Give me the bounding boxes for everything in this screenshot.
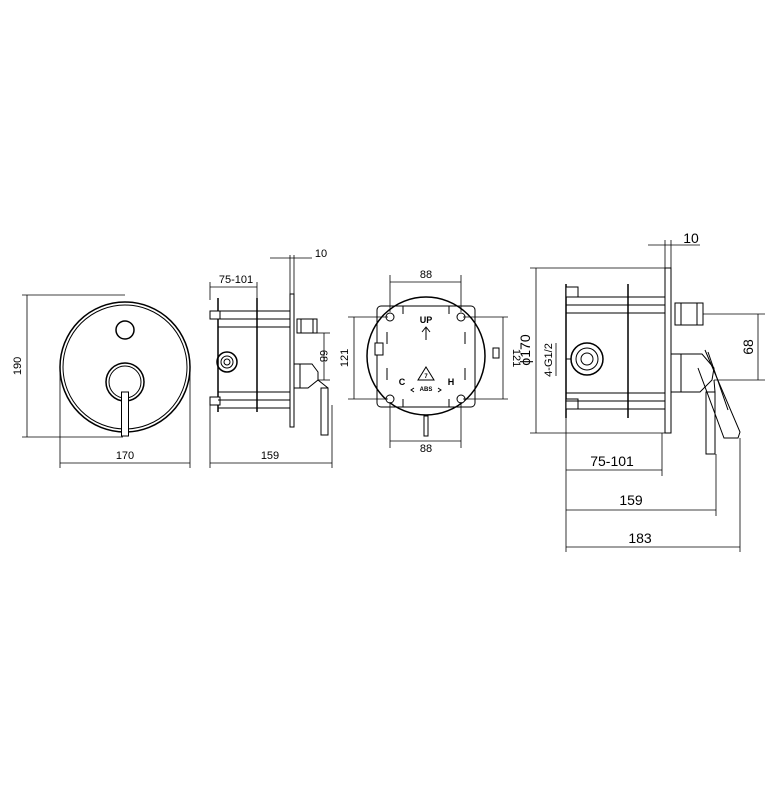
box-bottom-dimension: 88 [420, 443, 432, 455]
detail-view: 10 ϕ170 4-G1/2 68 75-101 159 183 [517, 230, 765, 552]
side-lever [320, 387, 329, 436]
detail-spout-dimension: 68 [740, 339, 756, 355]
side-cover-plate [289, 293, 295, 428]
front-view: 190 170 [12, 294, 191, 468]
detail-depth-dimension: 159 [619, 492, 643, 508]
diverter-button [115, 320, 135, 340]
box-top-dimension: 88 [420, 269, 432, 281]
inlet-fitting-outer [216, 351, 238, 373]
material-marking: ABS [420, 387, 433, 393]
lever-handle [121, 391, 129, 437]
box-left-dimension: 121 [339, 349, 351, 367]
side-spout-dimension: 68 [317, 350, 329, 362]
detail-cover-plate [664, 267, 672, 434]
detail-total-dimension: 183 [628, 530, 652, 546]
box-outline [366, 296, 486, 416]
side-depth-range-dimension: 75-101 [219, 274, 253, 286]
detail-thread-label: 4-G1/2 [543, 343, 555, 377]
up-marking: UP [420, 315, 433, 325]
up-arrow-icon [421, 326, 431, 340]
side-total-depth-dimension: 159 [261, 450, 279, 462]
recycle-number: 7 [424, 374, 428, 380]
cold-marking: C [399, 377, 406, 387]
detail-depth-range-dimension: 75-101 [590, 453, 634, 469]
hot-marking: H [448, 377, 455, 387]
front-width-dimension: 170 [116, 450, 134, 462]
detail-lever [705, 391, 716, 455]
box-right-dimension: 121 [510, 349, 522, 367]
box-view: UP C H 7 ABS 88 88 121 121 [339, 269, 522, 455]
side-view: 75-101 10 68 159 [209, 248, 333, 468]
detail-diameter-dimension: ϕ170 [517, 334, 533, 365]
side-plate-dimension: 10 [315, 248, 327, 260]
front-height-dimension: 190 [12, 357, 24, 375]
detail-plate-dimension: 10 [683, 230, 699, 246]
recycle-icon [417, 366, 435, 381]
